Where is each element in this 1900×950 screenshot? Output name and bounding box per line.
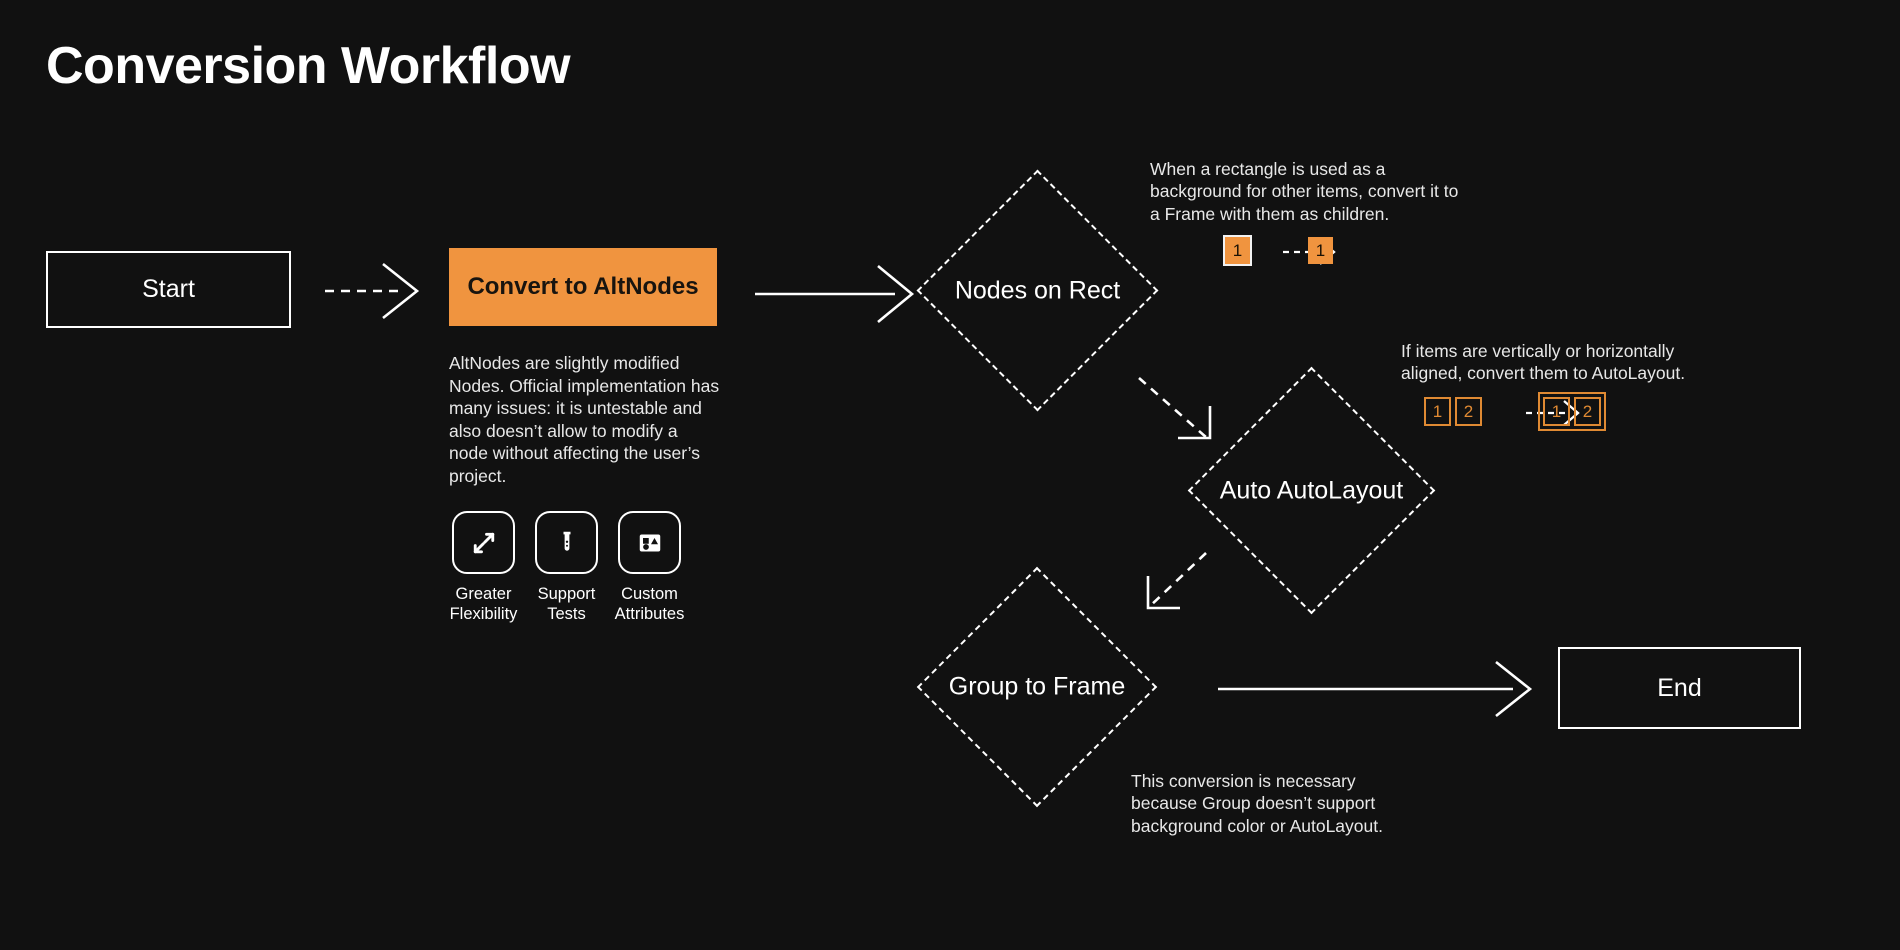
edge-nodesonrect-to-autoautolayout <box>1138 377 1212 440</box>
node-group-to-frame[interactable]: Group to Frame <box>916 566 1158 808</box>
badge-illustration-nodes-on-rect: 1 1 <box>1223 235 1333 266</box>
badge-before-2: 2 <box>1455 397 1482 426</box>
feature-label: Support Tests <box>538 585 596 625</box>
feature-label: Greater Flexibility <box>450 585 518 625</box>
edge-convert-to-nodesonrect <box>755 264 915 324</box>
edge-grouptoframe-to-end <box>1218 660 1533 718</box>
node-group-to-frame-label: Group to Frame <box>948 672 1126 701</box>
badge-after-2: 2 <box>1574 397 1601 426</box>
badge-group-after: 1 2 <box>1538 392 1606 431</box>
badge-after-1: 1 <box>1308 237 1333 264</box>
badge-before-1: 1 <box>1223 235 1252 266</box>
expand-arrows-icon <box>452 511 515 574</box>
badge-before-1: 1 <box>1424 397 1451 426</box>
feature-list: Greater Flexibility Support Tests <box>450 511 737 625</box>
node-start[interactable]: Start <box>46 251 291 328</box>
feature-custom-attributes[interactable]: Custom Attributes <box>615 511 684 625</box>
feature-label-line2: Attributes <box>614 604 685 623</box>
test-tube-icon <box>535 511 598 574</box>
node-convert-to-altnodes[interactable]: Convert to AltNodes <box>449 248 717 326</box>
feature-label-line2: Flexibility <box>449 604 518 623</box>
shapes-icon <box>618 511 681 574</box>
feature-label-line1: Custom <box>621 585 678 603</box>
badge-illustration-auto-autolayout: 1 2 1 2 <box>1424 392 1606 431</box>
annotation-nodes-on-rect: When a rectangle is used as a background… <box>1150 159 1459 224</box>
node-end[interactable]: End <box>1558 647 1801 729</box>
feature-label-line2: Tests <box>547 604 586 623</box>
badge-after-1: 1 <box>1543 397 1570 426</box>
feature-greater-flexibility[interactable]: Greater Flexibility <box>450 511 518 625</box>
node-nodes-on-rect[interactable]: Nodes on Rect <box>916 169 1159 412</box>
node-end-label: End <box>1657 673 1702 702</box>
page-title: Conversion Workflow <box>46 37 571 95</box>
annotation-auto-autolayout: If items are vertically or horizontally … <box>1401 341 1686 384</box>
feature-label: Custom Attributes <box>615 585 685 625</box>
node-start-label: Start <box>142 275 195 303</box>
node-convert-label: Convert to AltNodes <box>467 273 699 300</box>
edge-autoautolayout-to-grouptoframe <box>1146 552 1207 610</box>
node-auto-autolayout-label: Auto AutoLayout <box>1219 476 1404 504</box>
convert-description: AltNodes are slightly modified Nodes. Of… <box>449 353 720 486</box>
node-auto-autolayout[interactable]: Auto AutoLayout <box>1187 366 1436 615</box>
feature-label-line1: Greater <box>455 585 512 603</box>
node-nodes-on-rect-label: Nodes on Rect <box>954 276 1121 304</box>
feature-label-line1: Support <box>537 585 596 603</box>
feature-support-tests[interactable]: Support Tests <box>535 511 598 625</box>
edge-start-to-convert <box>325 262 420 320</box>
annotation-group-to-frame: This conversion is necessary because Gro… <box>1131 771 1383 836</box>
badge-group-before: 1 2 <box>1424 397 1482 426</box>
